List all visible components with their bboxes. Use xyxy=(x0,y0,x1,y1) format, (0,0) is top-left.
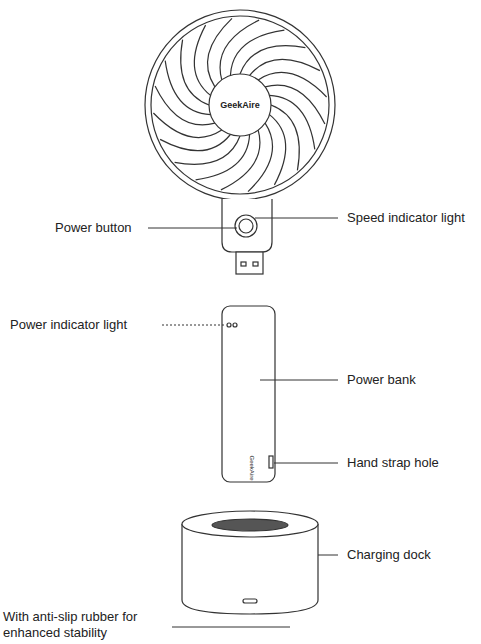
usb-pin xyxy=(253,262,258,266)
leader-line xyxy=(255,218,338,219)
part-label: Speed indicator light xyxy=(347,210,465,226)
hand-strap-hole xyxy=(269,456,273,468)
part-label: Power button xyxy=(55,220,132,236)
dock-port xyxy=(243,599,257,603)
indicator-dot xyxy=(227,323,231,327)
leader-line xyxy=(148,228,237,229)
dock-top xyxy=(182,511,318,537)
part-label: Power bank xyxy=(347,372,416,388)
fan-blades xyxy=(153,18,326,191)
part-label: With anti-slip rubber for enhanced stabi… xyxy=(3,609,168,641)
leader-line xyxy=(318,555,338,556)
fan-rim xyxy=(145,10,335,200)
power-button xyxy=(235,215,257,237)
brand-logo: GeekAire xyxy=(220,100,260,111)
fan-hub xyxy=(209,74,271,136)
fan-handle-neck xyxy=(222,199,272,252)
power-bank-body xyxy=(222,306,275,482)
leader-line xyxy=(260,380,338,381)
brand-logo: GeekAire xyxy=(248,455,256,480)
dock-socket xyxy=(212,519,288,531)
usb-plug xyxy=(236,252,263,274)
power-button-inner xyxy=(239,219,253,233)
part-label: Power indicator light xyxy=(10,317,127,333)
fan-grille-ring xyxy=(151,16,329,194)
leader-line xyxy=(172,627,290,628)
indicator-dot xyxy=(233,323,237,327)
fan-blade xyxy=(270,95,315,149)
leader-line xyxy=(162,325,224,326)
part-label: Charging dock xyxy=(347,547,431,563)
leader-line xyxy=(274,463,338,464)
part-label: Hand strap hole xyxy=(347,455,439,471)
usb-pin xyxy=(241,262,246,266)
